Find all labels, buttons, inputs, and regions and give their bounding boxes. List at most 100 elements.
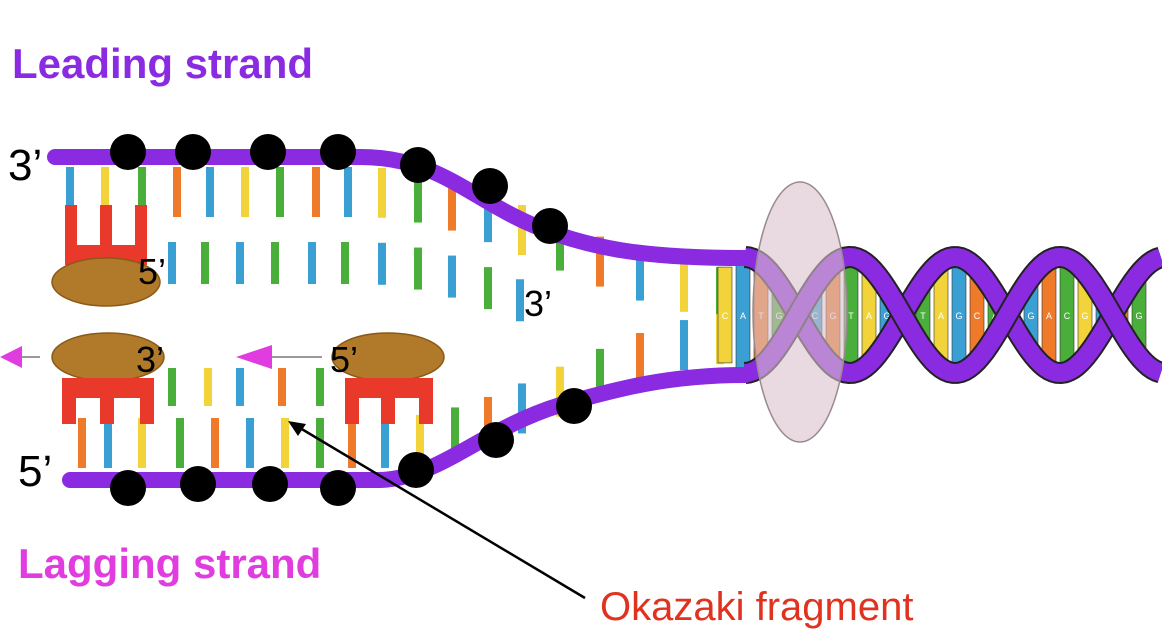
helix-base-letter: A — [938, 311, 944, 321]
lagging-new-strand-bases — [168, 368, 324, 406]
lagging-3prime-label: 3’ — [136, 339, 164, 380]
base-pair-rung — [312, 167, 320, 217]
base-pair-rung — [78, 418, 86, 468]
phosphate-group — [180, 466, 216, 502]
base-pair-rung — [278, 368, 286, 406]
okazaki-pointer-arrowhead-icon — [288, 421, 306, 436]
phosphate-group — [532, 208, 568, 244]
base-pair-rung — [201, 242, 209, 284]
base-pair-rung — [206, 167, 214, 217]
helix-base-letter: T — [848, 311, 854, 321]
base-pair-rung — [378, 242, 386, 285]
lagging-polymerase-complex-right — [331, 332, 445, 424]
phosphate-group — [320, 134, 356, 170]
phosphate-group — [110, 134, 146, 170]
helix-base-letter: C — [722, 311, 729, 321]
base-pair-rung — [484, 396, 492, 447]
lagging-clamp-arm — [140, 378, 154, 424]
base-pair-rung — [448, 255, 456, 298]
helix-base-letter: A — [1046, 311, 1052, 321]
helix-base-letter: G — [1027, 311, 1034, 321]
base-pair-rung — [344, 167, 352, 217]
base-pair-rung — [556, 366, 564, 417]
lagging-clamp-arm — [100, 378, 114, 424]
base-pair-rung — [516, 279, 524, 322]
lagging-direction-arrows — [0, 345, 322, 369]
base-pair-rung — [484, 267, 492, 310]
template-top-bases — [66, 167, 724, 317]
base-pair-rung — [378, 167, 386, 218]
base-pair-rung — [176, 418, 184, 468]
helix-base-letter: A — [740, 311, 746, 321]
lagging-clamp-arm — [345, 378, 359, 424]
helix-base-letter: G — [1081, 311, 1088, 321]
phosphate-group — [398, 452, 434, 488]
base-pair-rung — [416, 414, 424, 465]
bottom-left-5prime-label: 5’ — [18, 447, 52, 496]
base-pair-rung — [308, 242, 316, 284]
base-pair-rung — [680, 261, 688, 312]
helix-base-letter: G — [1135, 311, 1142, 321]
base-pair-rung — [518, 205, 526, 256]
base-pair-rung — [381, 417, 389, 468]
helix-base-pair — [717, 266, 733, 364]
phosphate-group — [320, 470, 356, 506]
leading-polymerase-complex — [51, 205, 161, 307]
base-pair-rung — [204, 368, 212, 406]
base-pair-rung — [271, 242, 279, 284]
helix-base-letter: G — [955, 311, 962, 321]
base-pair-rung — [341, 242, 349, 284]
base-pair-rung — [138, 167, 146, 217]
base-pair-rung — [168, 242, 176, 284]
base-pair-rung — [596, 236, 604, 287]
phosphate-group — [472, 168, 508, 204]
phosphate-group — [175, 134, 211, 170]
leading-new-strand-bases — [168, 242, 524, 322]
phosphate-group — [250, 134, 286, 170]
arrow-head-icon — [236, 345, 272, 369]
top-left-3prime-label: 3’ — [8, 141, 42, 190]
phosphate-groups — [110, 134, 592, 506]
base-pair-rung — [484, 192, 492, 243]
leading-strand-title: Leading strand — [12, 40, 313, 87]
leading-primer-5prime-label: 5’ — [138, 251, 166, 292]
lagging-strand-title: Lagging strand — [18, 540, 321, 587]
base-pair-rung — [316, 418, 324, 468]
base-pair-rung — [636, 333, 644, 384]
base-pair-rung — [246, 418, 254, 468]
lagging-clamp-arm — [419, 378, 433, 424]
okazaki-fragment-label: Okazaki fragment — [600, 585, 913, 629]
base-pair-rung — [556, 220, 564, 271]
base-pair-rung — [241, 167, 249, 217]
base-pair-rung — [448, 180, 456, 231]
base-pair-rung — [596, 348, 604, 399]
base-pair-rung — [101, 167, 109, 217]
phosphate-group — [556, 388, 592, 424]
base-pair-rung — [211, 418, 219, 468]
phosphate-group — [110, 470, 146, 506]
helix-base-letter: C — [974, 311, 981, 321]
helix-base-letter: C — [1064, 311, 1071, 321]
helix-base-letter: A — [866, 311, 872, 321]
phosphate-group — [478, 422, 514, 458]
lagging-5prime-label: 5’ — [330, 339, 358, 380]
base-pair-rung — [138, 418, 146, 468]
arrow-head-icon — [0, 346, 22, 368]
base-pair-rung — [348, 418, 356, 468]
helicase — [752, 181, 848, 443]
helix-base-letter: G — [883, 311, 890, 321]
base-pair-rung — [636, 250, 644, 301]
base-pair-rung — [414, 172, 422, 223]
base-pair-rung — [236, 242, 244, 284]
leading-polymerase — [51, 257, 161, 307]
base-pair-rung — [104, 418, 112, 468]
base-pair-rung — [173, 167, 181, 217]
phosphate-group — [252, 466, 288, 502]
base-pair-rung — [518, 383, 526, 434]
base-pair-rung — [414, 247, 422, 290]
base-pair-rung — [168, 368, 176, 406]
base-pair-rung — [451, 407, 459, 458]
okazaki-pointer-line — [299, 426, 586, 600]
lagging-clamp-arm — [381, 378, 395, 424]
